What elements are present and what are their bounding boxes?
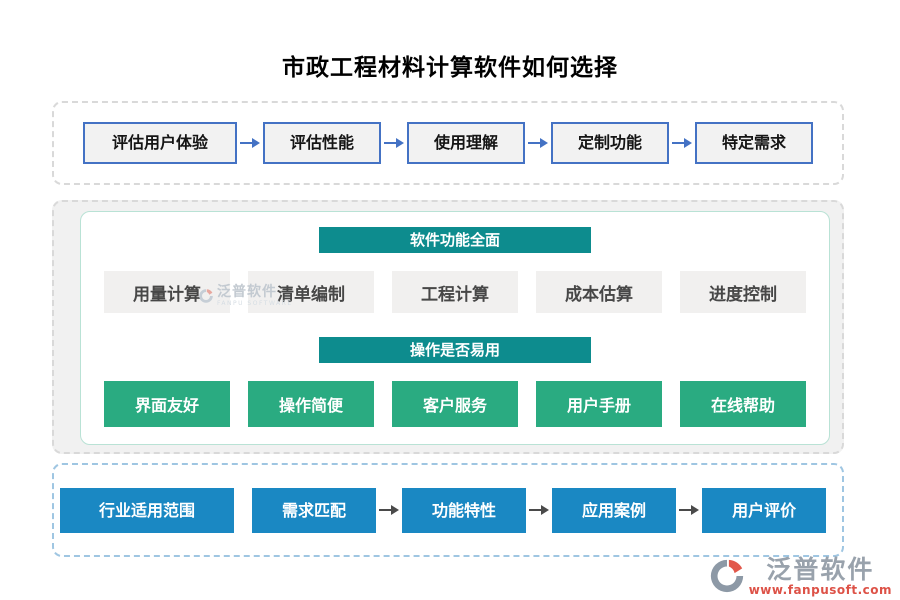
middle-panel: 软件功能全面 用量计算 清单编制 工程计算 成本估算 进度控制 操作是否易用 界… bbox=[52, 200, 844, 454]
page-title: 市政工程材料计算软件如何选择 bbox=[282, 55, 618, 81]
fanpu-logo-name: 泛普软件 bbox=[766, 555, 875, 584]
bottom-flow-step: 行业适用范围 bbox=[60, 487, 235, 533]
arrow-right-icon bbox=[528, 138, 548, 148]
usability-item: 界面友好 bbox=[104, 381, 230, 427]
top-flow-step: 评估用户体验 bbox=[82, 122, 237, 164]
feature-item: 进度控制 bbox=[680, 271, 806, 313]
feature-item: 成本估算 bbox=[536, 271, 662, 313]
usability-row: 界面友好 操作简便 客户服务 用户手册 在线帮助 bbox=[81, 381, 829, 427]
usability-item: 操作简便 bbox=[248, 381, 374, 427]
fanpu-logo: 泛普软件 www.fanpusoft.com bbox=[708, 557, 892, 596]
arrow-right-icon bbox=[239, 138, 260, 148]
section-header-usability: 操作是否易用 bbox=[319, 337, 591, 363]
middle-inner-panel: 软件功能全面 用量计算 清单编制 工程计算 成本估算 进度控制 操作是否易用 界… bbox=[80, 211, 830, 445]
usability-item: 用户手册 bbox=[536, 381, 662, 427]
features-row: 用量计算 清单编制 工程计算 成本估算 进度控制 bbox=[81, 271, 829, 313]
bottom-flow-step: 用户评价 bbox=[702, 487, 827, 533]
top-flow-panel: 评估用户体验 评估性能 使用理解 定制功能 特定需求 bbox=[52, 101, 844, 185]
top-flow-step: 使用理解 bbox=[406, 122, 525, 164]
bottom-flow-step: 功能特性 bbox=[402, 487, 527, 533]
fanpu-logo-url: www.fanpusoft.com bbox=[748, 583, 892, 597]
feature-item: 用量计算 bbox=[104, 271, 230, 313]
arrow-right-icon bbox=[529, 505, 550, 515]
arrow-right-icon bbox=[679, 505, 700, 515]
usability-item: 客户服务 bbox=[392, 381, 518, 427]
bottom-flow-step: 应用案例 bbox=[552, 487, 677, 533]
feature-item: 清单编制 bbox=[248, 271, 374, 313]
arrow-right-icon bbox=[383, 138, 404, 148]
top-flow-step: 评估性能 bbox=[262, 122, 381, 164]
bottom-flow-step: 需求匹配 bbox=[252, 487, 377, 533]
fanpu-logo-icon bbox=[710, 559, 743, 593]
top-flow-step: 定制功能 bbox=[551, 122, 670, 164]
usability-item: 在线帮助 bbox=[680, 381, 806, 427]
section-header-functions: 软件功能全面 bbox=[319, 227, 591, 253]
feature-item: 工程计算 bbox=[392, 271, 518, 313]
top-flow-step: 特定需求 bbox=[695, 122, 814, 164]
arrow-right-icon bbox=[379, 505, 400, 515]
arrow-right-icon bbox=[672, 138, 693, 148]
bottom-flow-panel: 行业适用范围 需求匹配 功能特性 应用案例 用户评价 bbox=[52, 463, 844, 557]
